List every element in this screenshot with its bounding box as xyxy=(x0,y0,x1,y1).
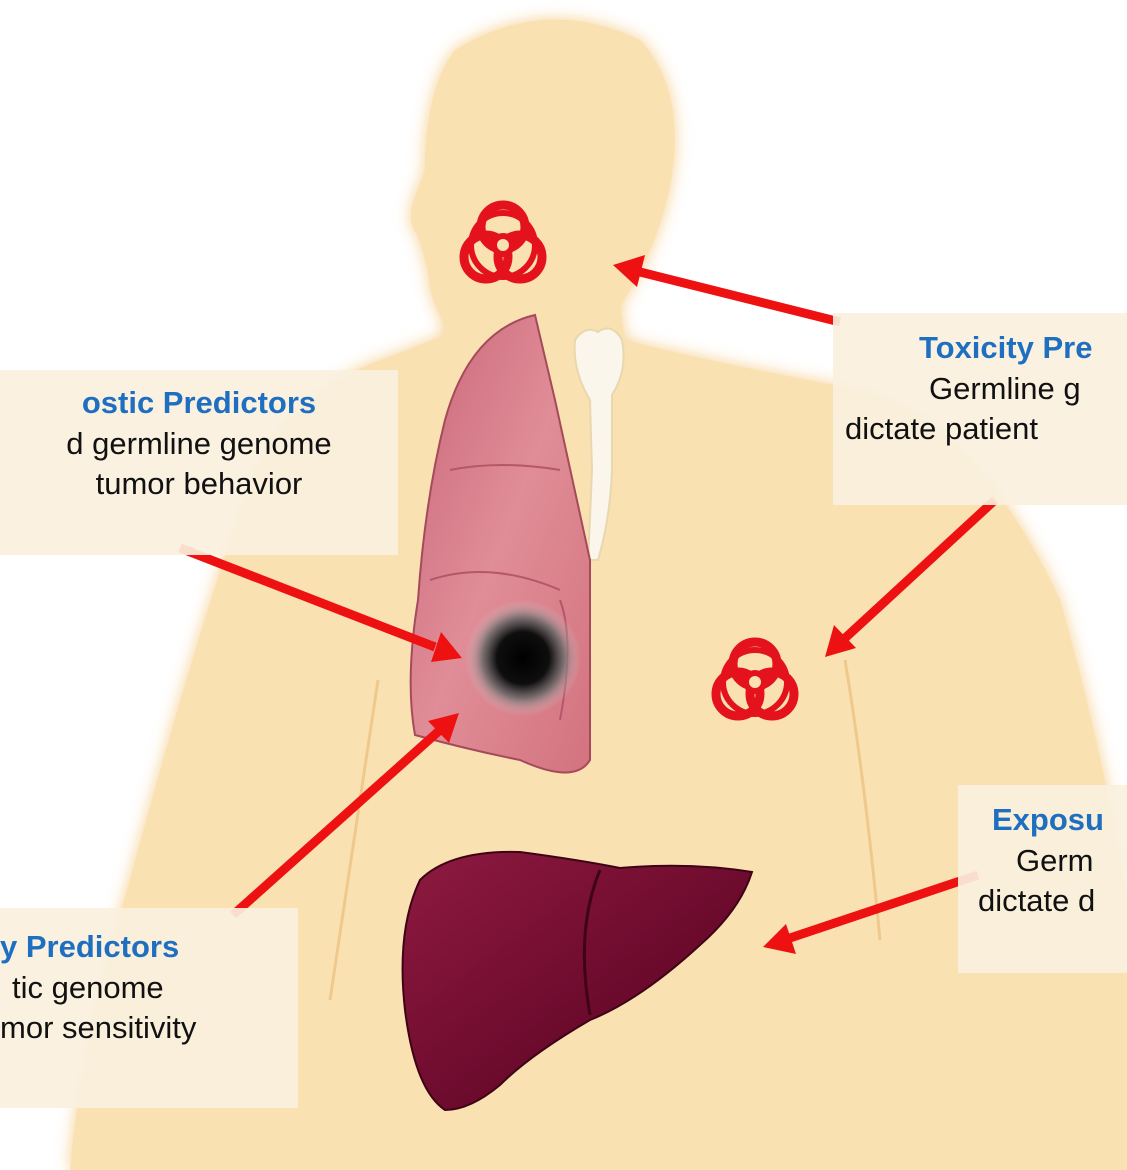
prognostic-predictors-callout: ostic Predictors d germline genome tumor… xyxy=(0,370,398,555)
tumor xyxy=(465,600,581,716)
toxicity-predictors-title: Toxicity Pre xyxy=(833,327,1127,369)
exposure-predictors-title: Exposu xyxy=(958,799,1127,841)
exposure-predictors-line1: Germ xyxy=(958,841,1127,881)
arrow-toxicity-to-neck xyxy=(613,255,840,322)
efficacy-predictors-line1: tic genome xyxy=(0,968,298,1008)
exposure-predictors-line2: dictate d xyxy=(958,881,1127,921)
efficacy-predictors-callout: y Predictors tic genome mor sensitivity xyxy=(0,908,298,1108)
prognostic-predictors-line2: tumor behavior xyxy=(0,464,398,504)
prognostic-predictors-title: ostic Predictors xyxy=(0,382,398,424)
prognostic-predictors-line1: d germline genome xyxy=(0,424,398,464)
toxicity-predictors-callout: Toxicity Pre Germline g dictate patient xyxy=(833,313,1127,505)
toxicity-predictors-line1: Germline g xyxy=(833,369,1127,409)
exposure-predictors-callout: Exposu Germ dictate d xyxy=(958,785,1127,973)
toxicity-predictors-line2: dictate patient xyxy=(833,409,1127,449)
efficacy-predictors-line2: mor sensitivity xyxy=(0,1008,298,1048)
efficacy-predictors-title: y Predictors xyxy=(0,926,298,968)
